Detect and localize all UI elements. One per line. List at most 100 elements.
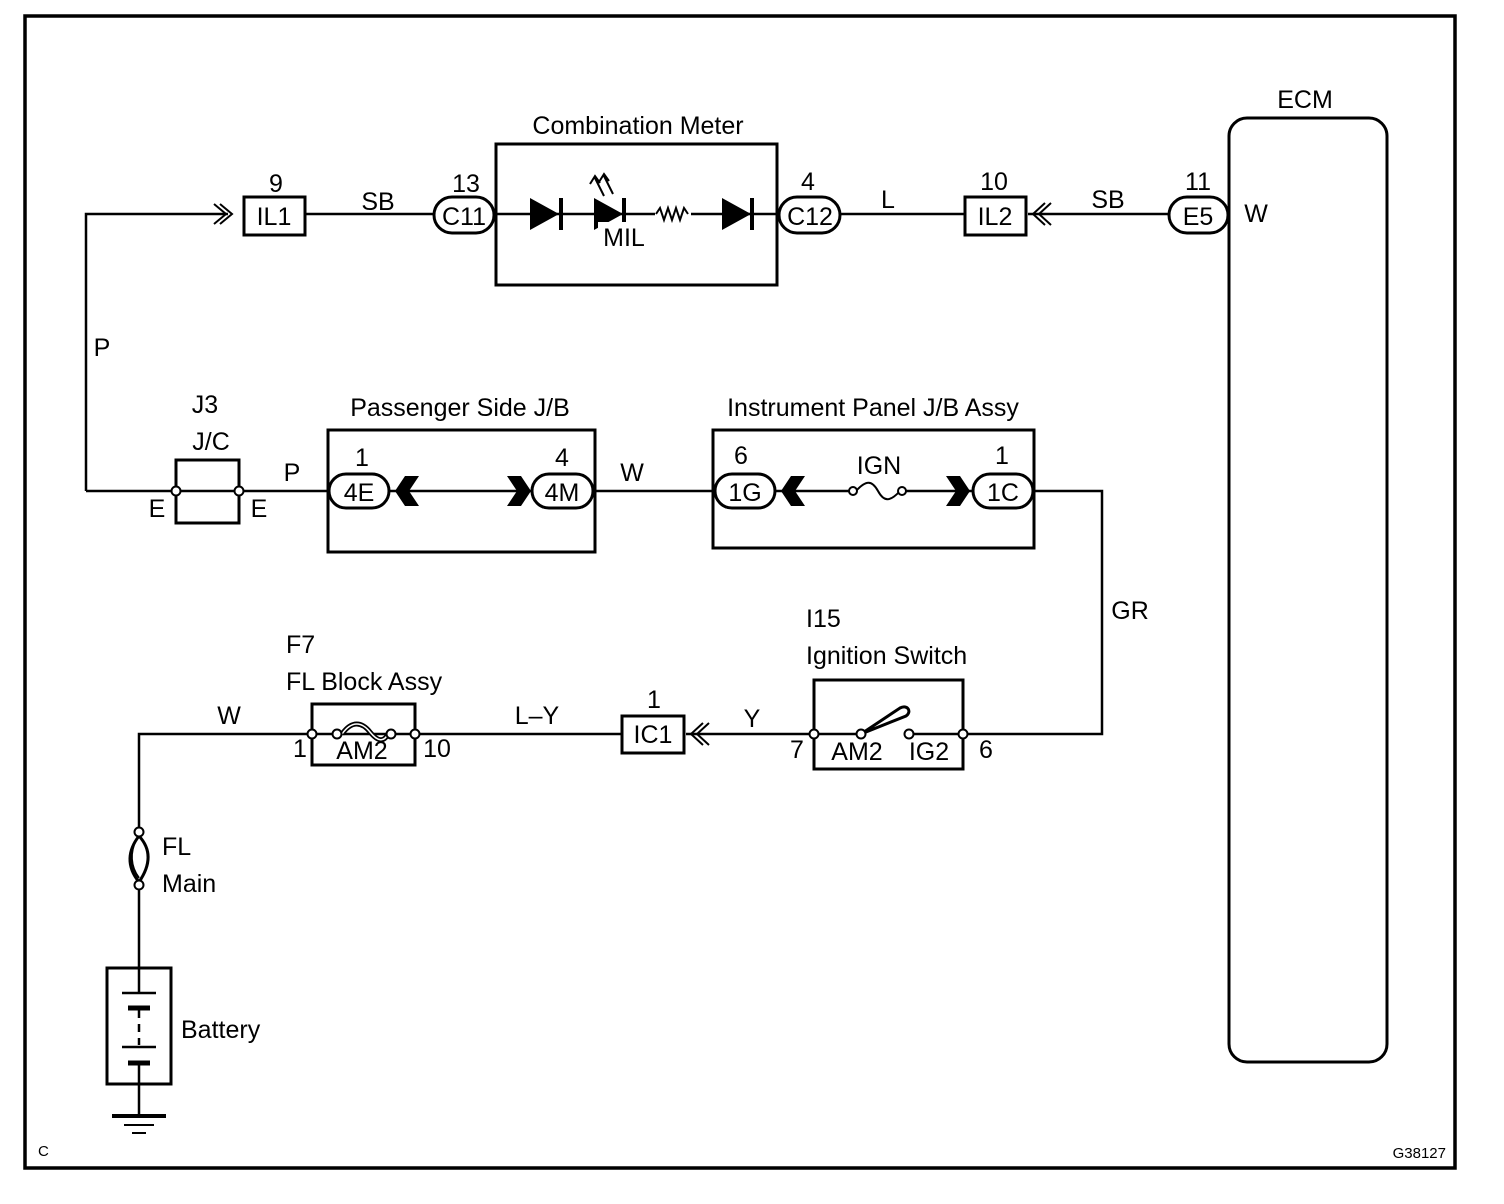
pin-number: 13 (452, 170, 480, 198)
connector-il1: IL1 9 (242, 170, 307, 237)
wire-color-label: SB (1091, 186, 1124, 214)
pin-number: 6 (734, 442, 748, 470)
connector-code: 1C (987, 479, 1019, 507)
top-circuit (84, 202, 1170, 491)
junction-j3: J3 J/C E E (149, 391, 268, 525)
component-box (1227, 116, 1389, 1064)
pin-number: 9 (269, 170, 283, 198)
figure-id: G38127 (1393, 1145, 1446, 1162)
pin-number: 4 (555, 444, 569, 472)
connector-pill (713, 472, 777, 510)
connector-box (242, 195, 307, 237)
battery: Battery (105, 966, 261, 1086)
fuse-label: AM2 (336, 737, 387, 765)
wire-gr (962, 489, 1104, 736)
ground-icon (112, 1084, 166, 1134)
connector-arrow-icon (781, 476, 805, 506)
connector-c12: C12 4 (777, 168, 842, 235)
fuse-label: IGN (857, 452, 901, 480)
connector-pill (971, 472, 1035, 510)
connector-pill (432, 195, 496, 235)
connector-pill (777, 195, 842, 235)
connector-e5: E5 11 (1167, 168, 1230, 235)
fl-block-assy: F7 FL Block Assy AM2 1 10 (286, 631, 451, 767)
wire-color-label: GR (1111, 597, 1149, 625)
pin-number: 11 (1185, 168, 1211, 196)
component-title: Combination Meter (532, 112, 743, 140)
wire-color-label: W (620, 459, 644, 487)
ignition-switch: I15 Ignition Switch AM2 IG2 7 6 (790, 605, 993, 771)
connector-arrow-icon (1031, 202, 1052, 226)
connector-box (620, 714, 686, 755)
connector-code: 1G (728, 479, 761, 507)
pin-number: 1 (995, 442, 1009, 470)
connector-arrow-icon (507, 476, 531, 506)
instrument-panel-jb: Instrument Panel J/B Assy IGN 1G 6 1C 1 (711, 394, 1036, 550)
resistor-icon (655, 204, 689, 224)
switch-lever-icon (860, 705, 911, 736)
wire-color-label: L (881, 186, 895, 214)
wire-color-label: SB (361, 188, 394, 216)
component-code: F7 (286, 631, 315, 659)
component-title: Passenger Side J/B (350, 394, 570, 422)
pin-label: E (149, 495, 166, 523)
connector-code: IC1 (634, 721, 673, 749)
component-name: FL Block Assy (286, 668, 443, 696)
fuse-icon (855, 481, 901, 501)
connector-pill (327, 472, 391, 510)
pin-number: 10 (423, 735, 451, 763)
pin-number: 4 (801, 168, 815, 196)
connector-arrow-icon (395, 476, 419, 506)
wire-color-label: W (217, 702, 241, 730)
light-emission-icon (589, 172, 614, 197)
contact-label: AM2 (831, 738, 882, 766)
fusible-link-icon (128, 834, 150, 883)
wire-p-vertical (84, 212, 228, 491)
ecm: ECM W (1227, 86, 1389, 1064)
connector-pill (530, 472, 595, 510)
connector-c11: C11 13 (432, 170, 496, 235)
connector-code: IL2 (978, 203, 1013, 231)
connector-code: E5 (1183, 203, 1214, 231)
component-code: J3 (192, 391, 218, 419)
connector-code: C11 (442, 203, 486, 231)
lamp-label: MIL (603, 224, 645, 252)
fuse-label-line1: FL (162, 833, 191, 861)
connector-il2: IL2 10 (963, 168, 1028, 237)
pin-label: E (251, 495, 268, 523)
pin-number: 7 (790, 736, 804, 764)
component-title: Instrument Panel J/B Assy (727, 394, 1019, 422)
pin-number: 1 (647, 686, 661, 714)
diode-icon (530, 198, 559, 230)
component-name: Ignition Switch (806, 642, 967, 670)
connector-code: 4M (545, 479, 580, 507)
wire-color-label: P (284, 459, 301, 487)
diode-icon (722, 198, 751, 230)
fuse-label-line2: Main (162, 870, 216, 898)
pin-number: 6 (979, 736, 993, 764)
wire-color-label: L–Y (515, 702, 560, 730)
connector-ic1: IC1 1 (620, 686, 686, 755)
contact-label: IG2 (909, 738, 949, 766)
combination-meter: Combination Meter MIL (494, 112, 779, 287)
connector-arrow-icon (213, 203, 234, 225)
connector-box (963, 195, 1028, 237)
component-title: ECM (1277, 86, 1333, 114)
wire-w-bottom (137, 732, 312, 832)
passenger-side-jb: Passenger Side J/B 4E 1 4M 4 (326, 394, 597, 554)
connector-code: IL1 (257, 203, 292, 231)
ecm-pin-color: W (1244, 200, 1268, 228)
wire-color-label: P (94, 334, 111, 362)
component-code: I15 (806, 605, 841, 633)
component-name: J/C (192, 428, 230, 456)
pin-number: 1 (355, 444, 369, 472)
fl-main-fuse: FL Main (128, 826, 216, 898)
corner-mark: C (38, 1143, 49, 1160)
pin-number: 10 (980, 168, 1008, 196)
connector-code: 4E (344, 479, 375, 507)
component-label: Battery (181, 1016, 261, 1044)
connector-arrow-icon (946, 476, 970, 506)
wire-color-label: Y (744, 705, 761, 733)
connector-code: C12 (787, 203, 833, 231)
